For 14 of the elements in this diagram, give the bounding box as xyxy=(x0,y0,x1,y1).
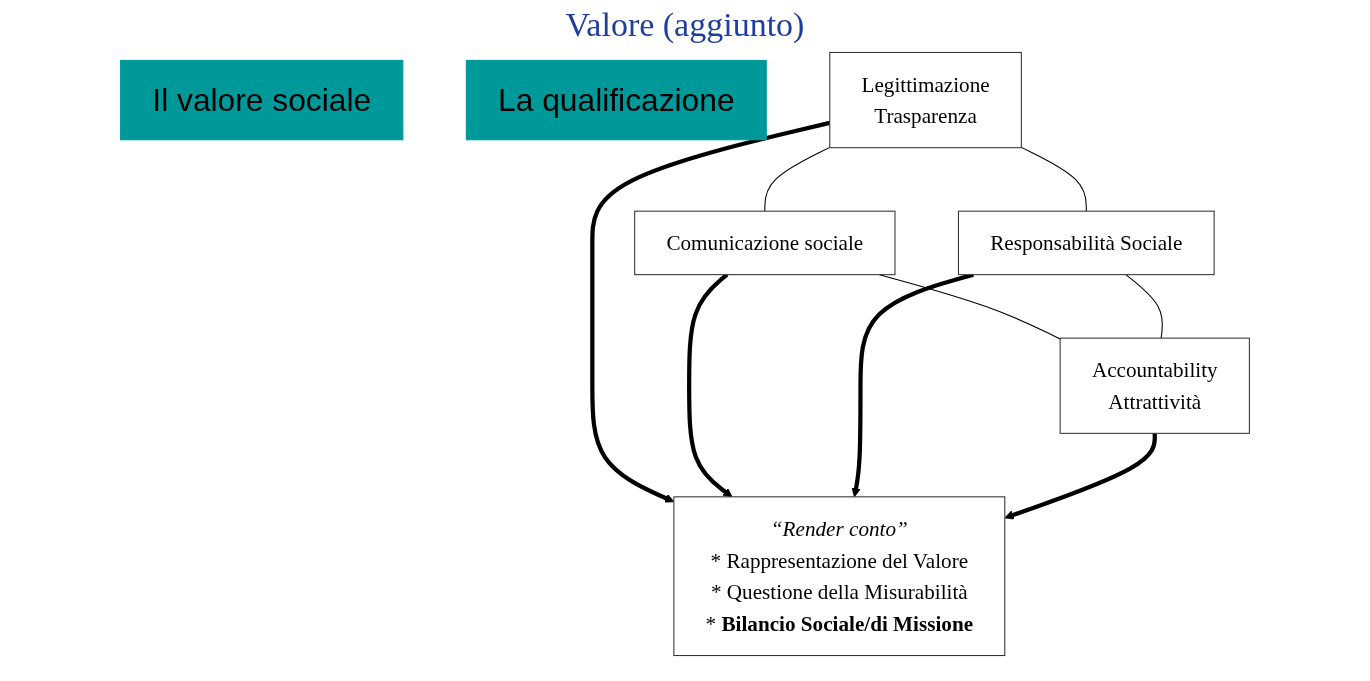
arrow xyxy=(687,273,733,498)
node-box: Accountability Attrattività xyxy=(1059,337,1250,434)
connector xyxy=(1020,146,1087,212)
node-box: “Render conto” * Rappresentazione del Valore * Questione della Misurabilità *Bilancio Sociale/di Missione xyxy=(673,496,1006,657)
node-box: Comunicazione sociale xyxy=(634,210,896,276)
arrow xyxy=(1004,433,1157,520)
connector xyxy=(1125,274,1163,339)
arrow xyxy=(590,120,831,503)
node-box: La qualificazione xyxy=(465,59,767,141)
node-box: Il valore sociale xyxy=(120,59,404,141)
connector xyxy=(764,146,831,212)
title: Valore (aggiunto) xyxy=(564,6,806,44)
node-box: Legittimazione Trasparenza xyxy=(829,51,1022,149)
node-box: Responsabilità Sociale xyxy=(957,210,1215,276)
